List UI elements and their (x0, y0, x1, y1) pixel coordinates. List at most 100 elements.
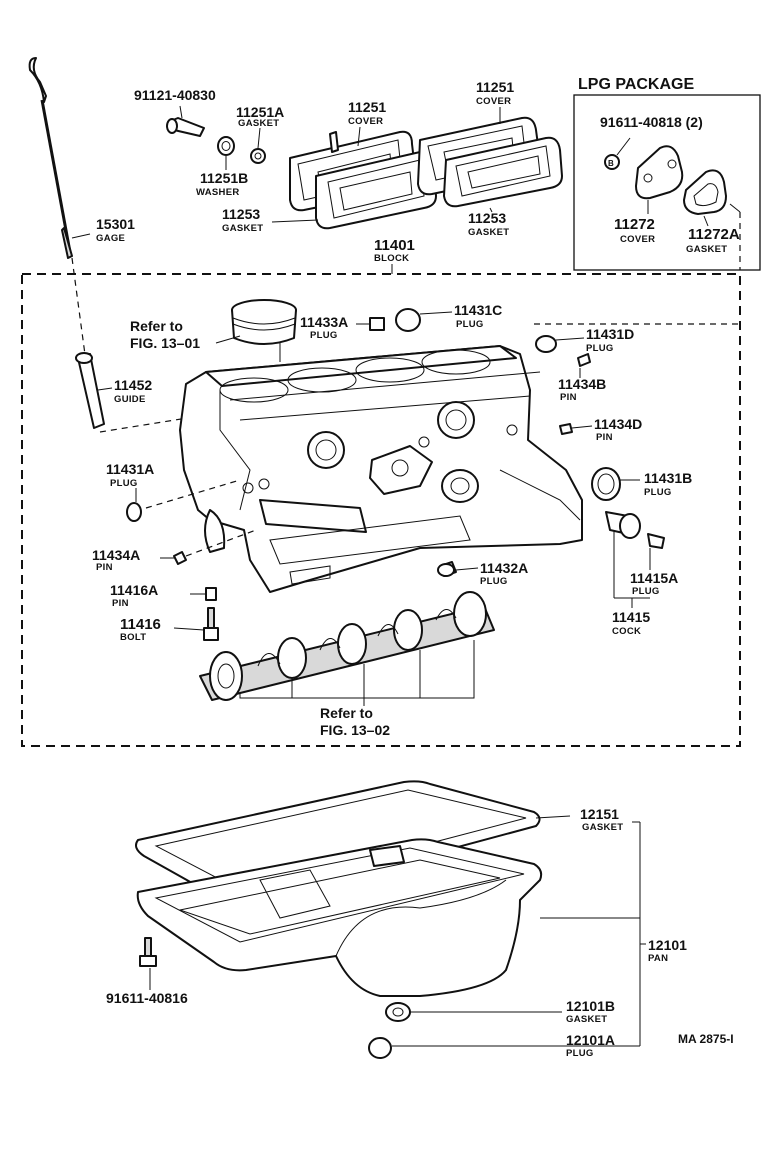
part-11434D-number: 11434D (594, 416, 642, 432)
part-11434B-name: PIN (560, 392, 577, 403)
bolt-91611-40816-icon (139, 937, 157, 967)
part-11434A-name: PIN (96, 562, 113, 573)
part-11253-left-number: 11253 (222, 206, 260, 222)
lpg-package-box: LPG PACKAGE B 91611-40818 (2) 11272 COVE… (573, 76, 761, 271)
lpg-package-title: LPG PACKAGE (578, 76, 694, 93)
part-11432A-name: PLUG (480, 576, 508, 587)
pin-11416A-icon (205, 587, 217, 601)
part-11431B-name: PLUG (644, 487, 672, 498)
part-11431A-name: PLUG (110, 478, 138, 489)
part-12151-number: 12151 (580, 806, 619, 822)
part-12101-name: PAN (648, 953, 668, 964)
part-11415-name: COCK (612, 626, 641, 637)
gasket-11251A-icon (250, 148, 266, 164)
part-11251A-name: GASKET (238, 118, 279, 129)
ref-camshaft-line2: FIG. 13–02 (320, 722, 390, 738)
guide-11452-icon (75, 352, 105, 429)
part-12101B-number: 12101B (566, 998, 615, 1014)
engine-block-icon (179, 345, 583, 593)
part-11416A-name: PIN (112, 598, 129, 609)
lpg-package-frame (573, 94, 761, 271)
plug-11432A-icon (437, 561, 457, 577)
plug-12101A-icon (368, 1037, 392, 1059)
part-11401-number: 11401 (374, 237, 415, 254)
part-11431D-number: 11431D (586, 326, 634, 342)
part-11431C-name: PLUG (456, 319, 484, 330)
part-11433A-name: PLUG (310, 330, 338, 341)
piston-icon (231, 299, 297, 362)
pin-11434A-icon (173, 551, 187, 565)
part-12151-name: GASKET (582, 822, 623, 833)
part-11432A-number: 11432A (480, 560, 528, 576)
part-12101A-number: 12101A (566, 1032, 615, 1048)
part-11434D-name: PIN (596, 432, 613, 443)
bolt-91121-icon (166, 117, 205, 137)
part-11251-left-name: COVER (348, 116, 383, 127)
part-11251B-name: WASHER (196, 187, 240, 198)
plug-11431B-icon (591, 467, 621, 501)
part-11251A-number: 11251A (236, 104, 284, 120)
lpg-bolt-icon (604, 154, 620, 170)
part-11431D-name: PLUG (586, 343, 614, 354)
part-12101A-name: PLUG (566, 1048, 594, 1059)
figure-code: MA 2875-I (678, 1032, 734, 1046)
part-91611-40818-number: 91611-40818 (2) (600, 114, 703, 130)
bolt-11416-icon (203, 607, 219, 641)
lpg-cover-part (635, 145, 684, 200)
washer-11251B-icon (217, 136, 235, 156)
part-11253-left-name: GASKET (222, 223, 263, 234)
part-11272A-number: 11272A (688, 226, 740, 243)
part-11452-name: GUIDE (114, 394, 146, 405)
plug-11431A-icon (126, 502, 142, 522)
part-11431A-number: 11431A (106, 461, 154, 477)
part-11416-number: 11416 (120, 616, 161, 633)
plug-11433A-icon (369, 317, 385, 331)
part-11434A-number: 11434A (92, 547, 140, 563)
part-11251-left-number: 11251 (348, 99, 386, 115)
part-11415A-number: 11415A (630, 570, 678, 586)
part-11251-right-name: COVER (476, 96, 511, 107)
gasket-11253-right (443, 136, 563, 208)
part-12101-number: 12101 (648, 937, 687, 953)
part-11251B-number: 11251B (200, 170, 248, 186)
part-11416A-number: 11416A (110, 582, 158, 598)
gasket-11253-left (315, 150, 437, 230)
part-91611-40816-number: 91611-40816 (106, 990, 188, 1006)
part-12101B-name: GASKET (566, 1014, 607, 1025)
oil-pan-12101 (136, 838, 543, 997)
part-11434B-number: 11434B (558, 376, 606, 392)
ref-camshaft-line1: Refer to (320, 705, 373, 721)
lpg-gasket-part (683, 169, 727, 215)
ref-piston-line1: Refer to (130, 318, 183, 334)
part-11431B-number: 11431B (644, 470, 692, 486)
ref-piston-line2: FIG. 13–01 (130, 335, 200, 351)
gasket-12101B-icon (385, 1002, 411, 1022)
part-11452-number: 11452 (114, 377, 152, 393)
part-11272-name: COVER (620, 234, 655, 245)
part-11272-number: 11272 (614, 216, 655, 233)
part-11415A-name: PLUG (632, 586, 660, 597)
part-11272A-name: GASKET (686, 244, 727, 255)
part-91121-40830-number: 91121-40830 (134, 87, 216, 103)
pin-11434B-icon (577, 353, 591, 367)
part-11415-number: 11415 (612, 609, 650, 625)
dipstick-15301 (28, 57, 91, 363)
part-15301-number: 15301 (96, 216, 135, 232)
part-15301-name: GAGE (96, 233, 125, 244)
svg-text:B: B (608, 159, 614, 168)
part-11431C-number: 11431C (454, 302, 502, 318)
part-11253-right-name: GASKET (468, 227, 509, 238)
pin-11434D-icon (559, 423, 573, 435)
part-11433A-number: 11433A (300, 314, 348, 330)
part-11401-name: BLOCK (374, 253, 409, 264)
plug-11431D-icon (535, 335, 557, 353)
camshaft-icon (199, 591, 495, 701)
part-11251-right-number: 11251 (476, 79, 514, 95)
plug-11431C-icon (395, 308, 421, 332)
top-parts-group: 91121-40830 11251B WASHER 11251A GASKET … (134, 79, 563, 238)
part-11416-name: BOLT (120, 632, 146, 643)
block-assembly-frame (21, 264, 741, 747)
cock-11415-icon (605, 511, 665, 549)
